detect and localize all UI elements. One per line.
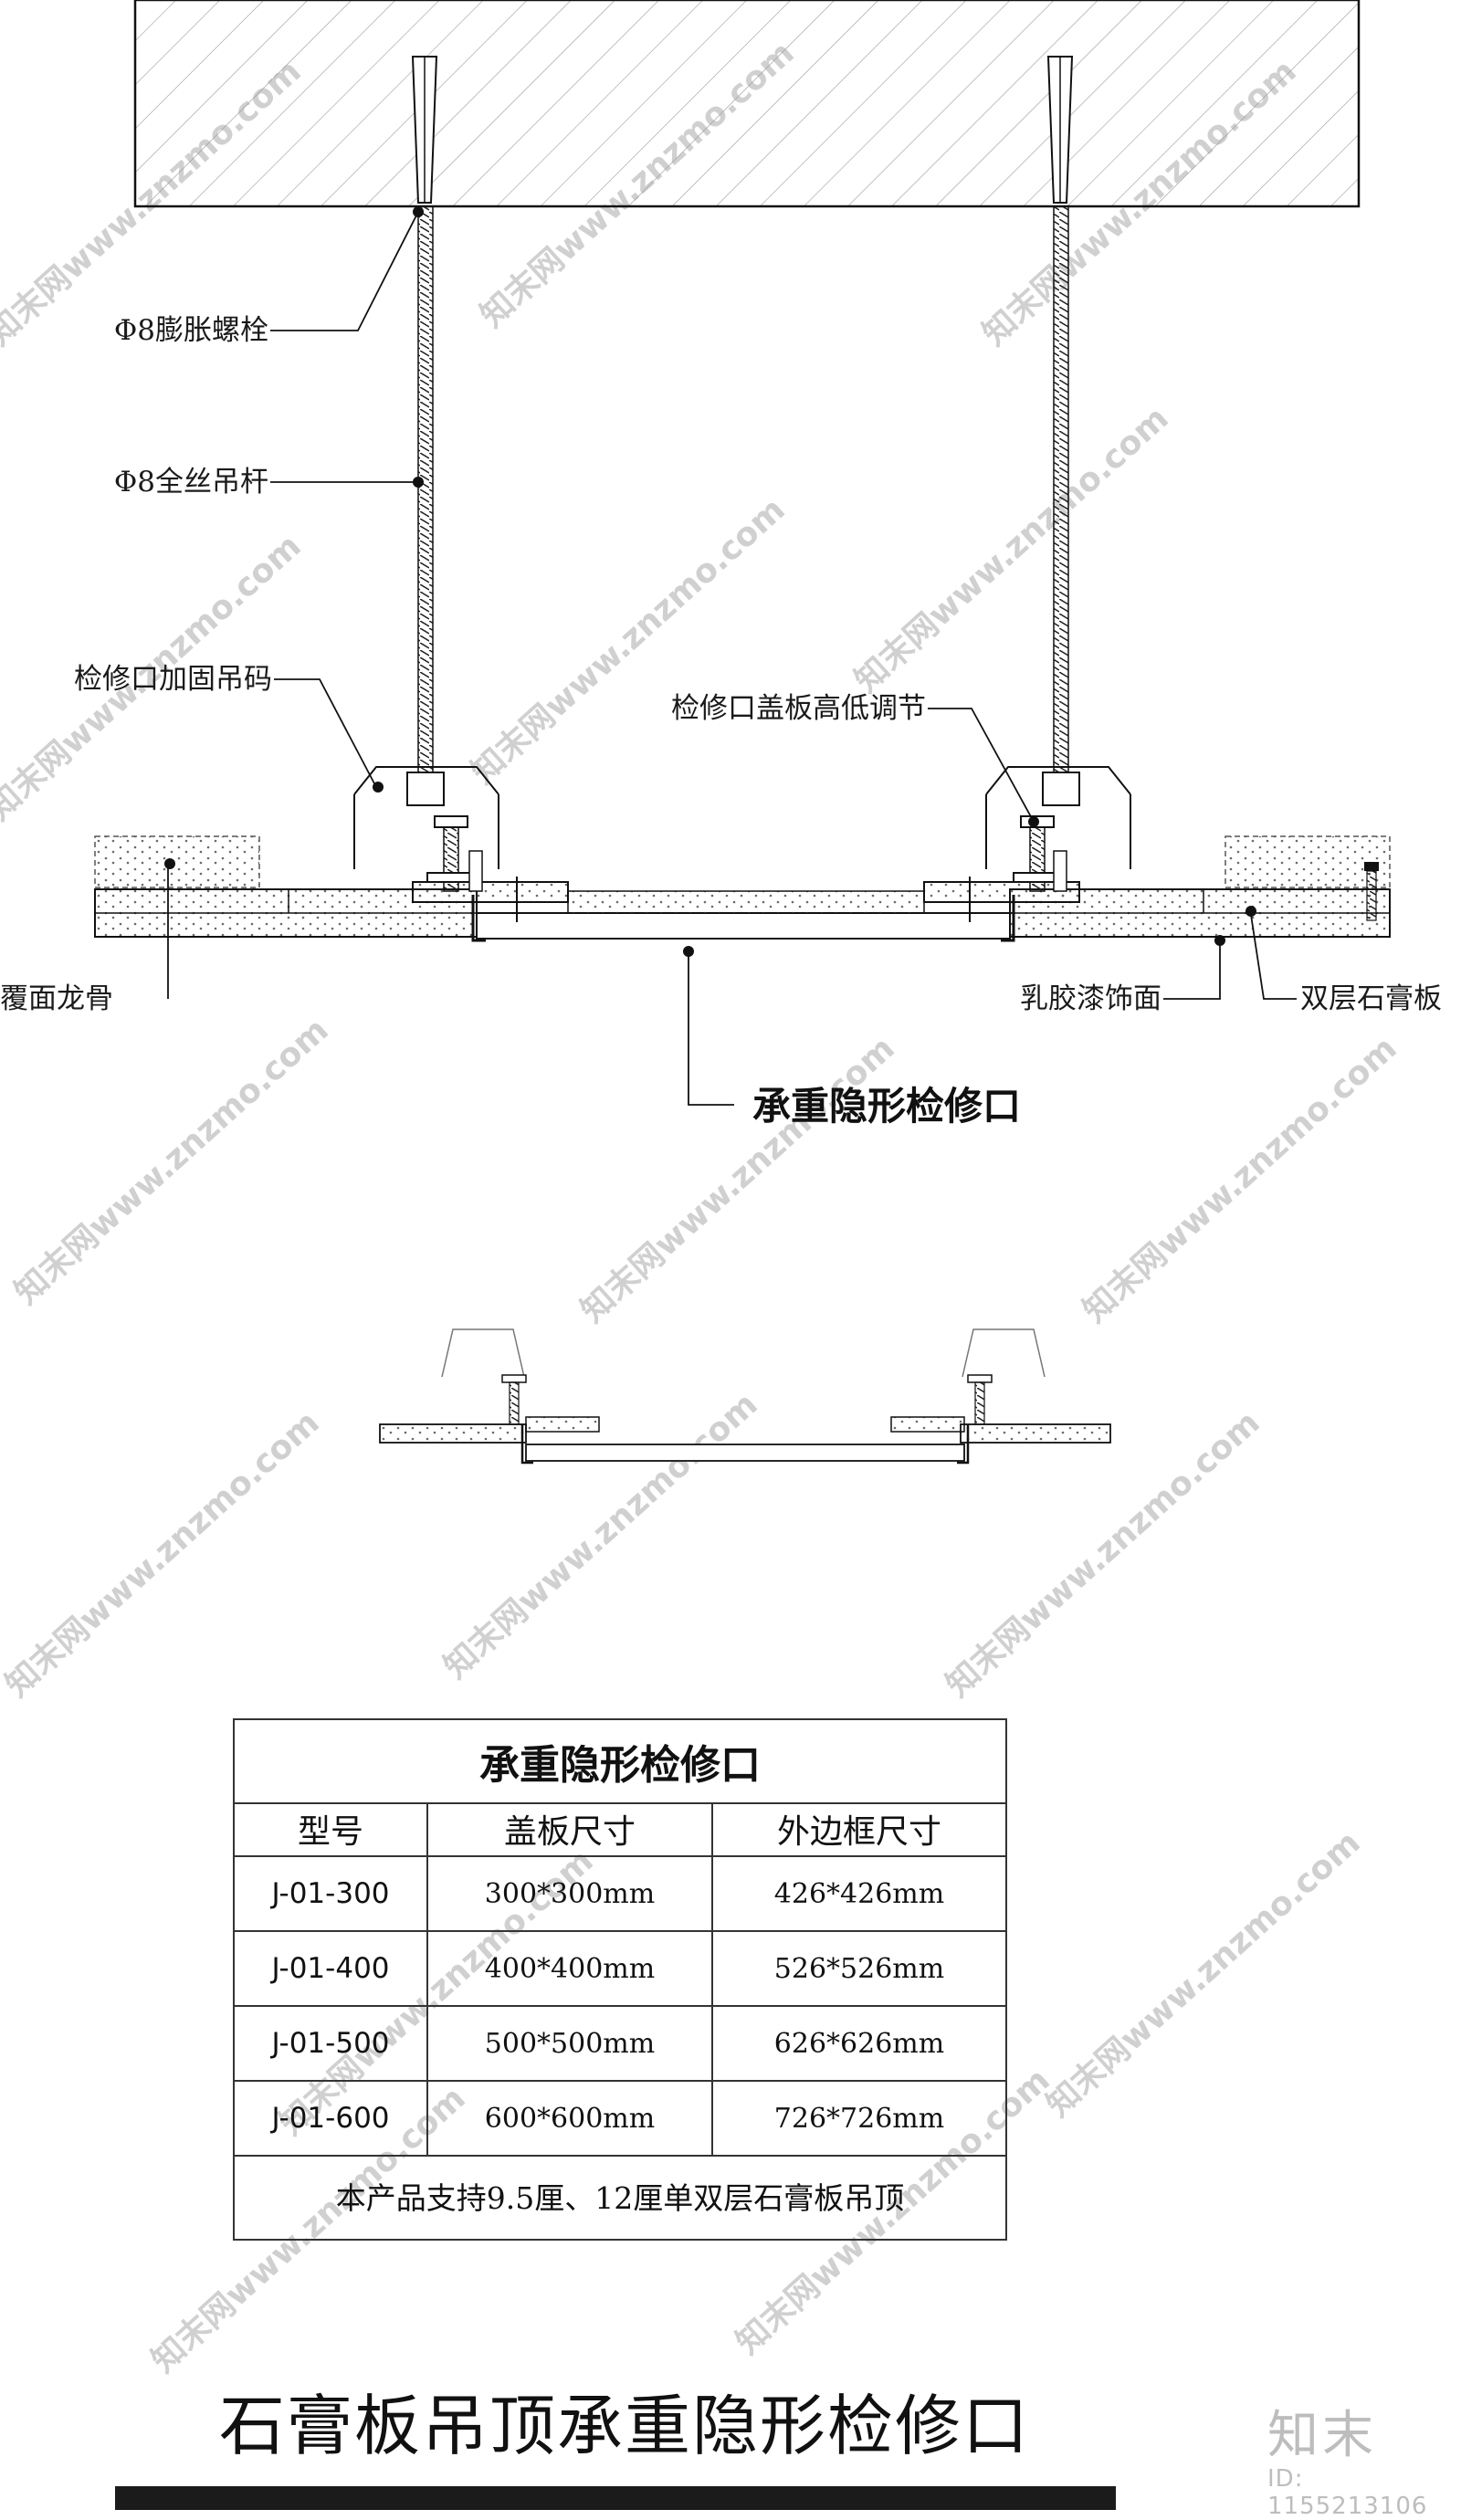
table-row: J-01-300 300*300mm 426*426mm: [235, 1855, 1005, 1932]
cell-model: J-01-400: [235, 1930, 428, 2007]
watermark: 知末网www.znzmo.com: [8, 1012, 336, 1312]
threaded-rod-right: [1053, 205, 1069, 773]
label-latex-paint: 乳胶漆饰面: [1020, 982, 1161, 1015]
watermark: 知末网www.znzmo.com: [848, 400, 1176, 700]
brand-logo: 知末: [1267, 2406, 1377, 2465]
table-header-row: 型号 盖板尺寸 外边框尺寸: [235, 1802, 1005, 1857]
small-cover-panel: [525, 1444, 965, 1462]
label-ceiling-keel: 覆面龙骨: [0, 982, 113, 1015]
watermark: 知末网www.znzmo.com: [940, 1404, 1267, 1705]
frame-edge-left: [471, 895, 486, 942]
drawing-title: 石膏板吊顶承重隐形检修口: [219, 2388, 1031, 2464]
threaded-rod-left: [417, 205, 434, 773]
concrete-slab: [133, 0, 1361, 208]
title-underline-bar: [115, 2486, 1116, 2510]
header-cover-size: 盖板尺寸: [426, 1802, 713, 1857]
cell-frame-size: 626*626mm: [711, 2005, 1005, 2082]
cell-frame-size: 726*726mm: [711, 2080, 1005, 2157]
table-row: J-01-600 600*600mm 726*726mm: [235, 2080, 1005, 2157]
access-cover-panel: [476, 912, 1011, 940]
section-detail-main: Φ8膨胀螺栓 Φ8全丝吊杆 检修口加固吊码 检修口盖板高低调节 覆面龙骨 乳胶漆…: [0, 0, 1442, 1129]
watermark: 知末网www.znzmo.com: [1040, 1824, 1368, 2125]
table-row: J-01-400 400*400mm 526*526mm: [235, 1930, 1005, 2007]
cell-cover-size: 600*600mm: [426, 2080, 713, 2157]
frame-edge-right: [1001, 895, 1015, 942]
watermark: 知末网www.znzmo.com: [574, 1030, 902, 1330]
label-reinforce-hanger: 检修口加固吊码: [74, 663, 272, 696]
watermark: 知末网www.znzmo.com: [465, 491, 793, 792]
spec-grid: 型号 盖板尺寸 外边框尺寸 J-01-300 300*300mm 426*426…: [235, 1802, 1005, 2157]
brand-id: ID: 1155213106: [1267, 2465, 1428, 2520]
leader-dots: [164, 206, 1256, 957]
cell-model: J-01-500: [235, 2005, 428, 2082]
cell-cover-size: 500*500mm: [426, 2005, 713, 2082]
section-title: 承重隐形检修口: [752, 1084, 1021, 1129]
leader-lines: [167, 215, 1297, 1106]
ceiling-keel-left: [94, 835, 260, 888]
cell-model: J-01-600: [235, 2080, 428, 2157]
label-double-gypsum: 双层石膏板: [1300, 982, 1442, 1015]
section-detail-small: [379, 1328, 1111, 1465]
cell-model: J-01-300: [235, 1855, 428, 1932]
table-title: 承重隐形检修口: [235, 1720, 1005, 1804]
label-height-adjust: 检修口盖板高低调节: [671, 692, 926, 725]
label-expansion-bolt: Φ8膨胀螺栓: [114, 314, 268, 347]
spec-table: 承重隐形检修口 型号 盖板尺寸 外边框尺寸 J-01-300 300*300mm…: [233, 1718, 1007, 2241]
cell-cover-size: 400*400mm: [426, 1930, 713, 2007]
adjust-screw-right: [1013, 815, 1067, 892]
watermark: 知末网www.znzmo.com: [1077, 1030, 1404, 1330]
adjust-screw-left: [426, 815, 483, 892]
header-model: 型号: [235, 1802, 428, 1857]
header-frame-size: 外边框尺寸: [711, 1802, 1005, 1857]
self-tapping-screw: [1364, 862, 1379, 921]
hanger-bracket-right: [985, 766, 1131, 795]
table-note: 本产品支持9.5厘、12厘单双层石膏板吊顶: [335, 2180, 905, 2216]
table-row: J-01-500 500*500mm 626*626mm: [235, 2005, 1005, 2082]
cell-frame-size: 526*526mm: [711, 1930, 1005, 2007]
frame-flange-left: [412, 881, 569, 903]
cell-cover-size: 300*300mm: [426, 1855, 713, 1932]
label-threaded-rod: Φ8全丝吊杆: [114, 466, 268, 499]
small-board-left: [379, 1423, 527, 1444]
hanger-bracket-left: [353, 766, 499, 795]
cell-frame-size: 426*426mm: [711, 1855, 1005, 1932]
ceiling-keel-right: [1225, 835, 1391, 888]
small-board-right: [960, 1423, 1111, 1444]
watermark: 知末网www.znzmo.com: [0, 1404, 327, 1705]
